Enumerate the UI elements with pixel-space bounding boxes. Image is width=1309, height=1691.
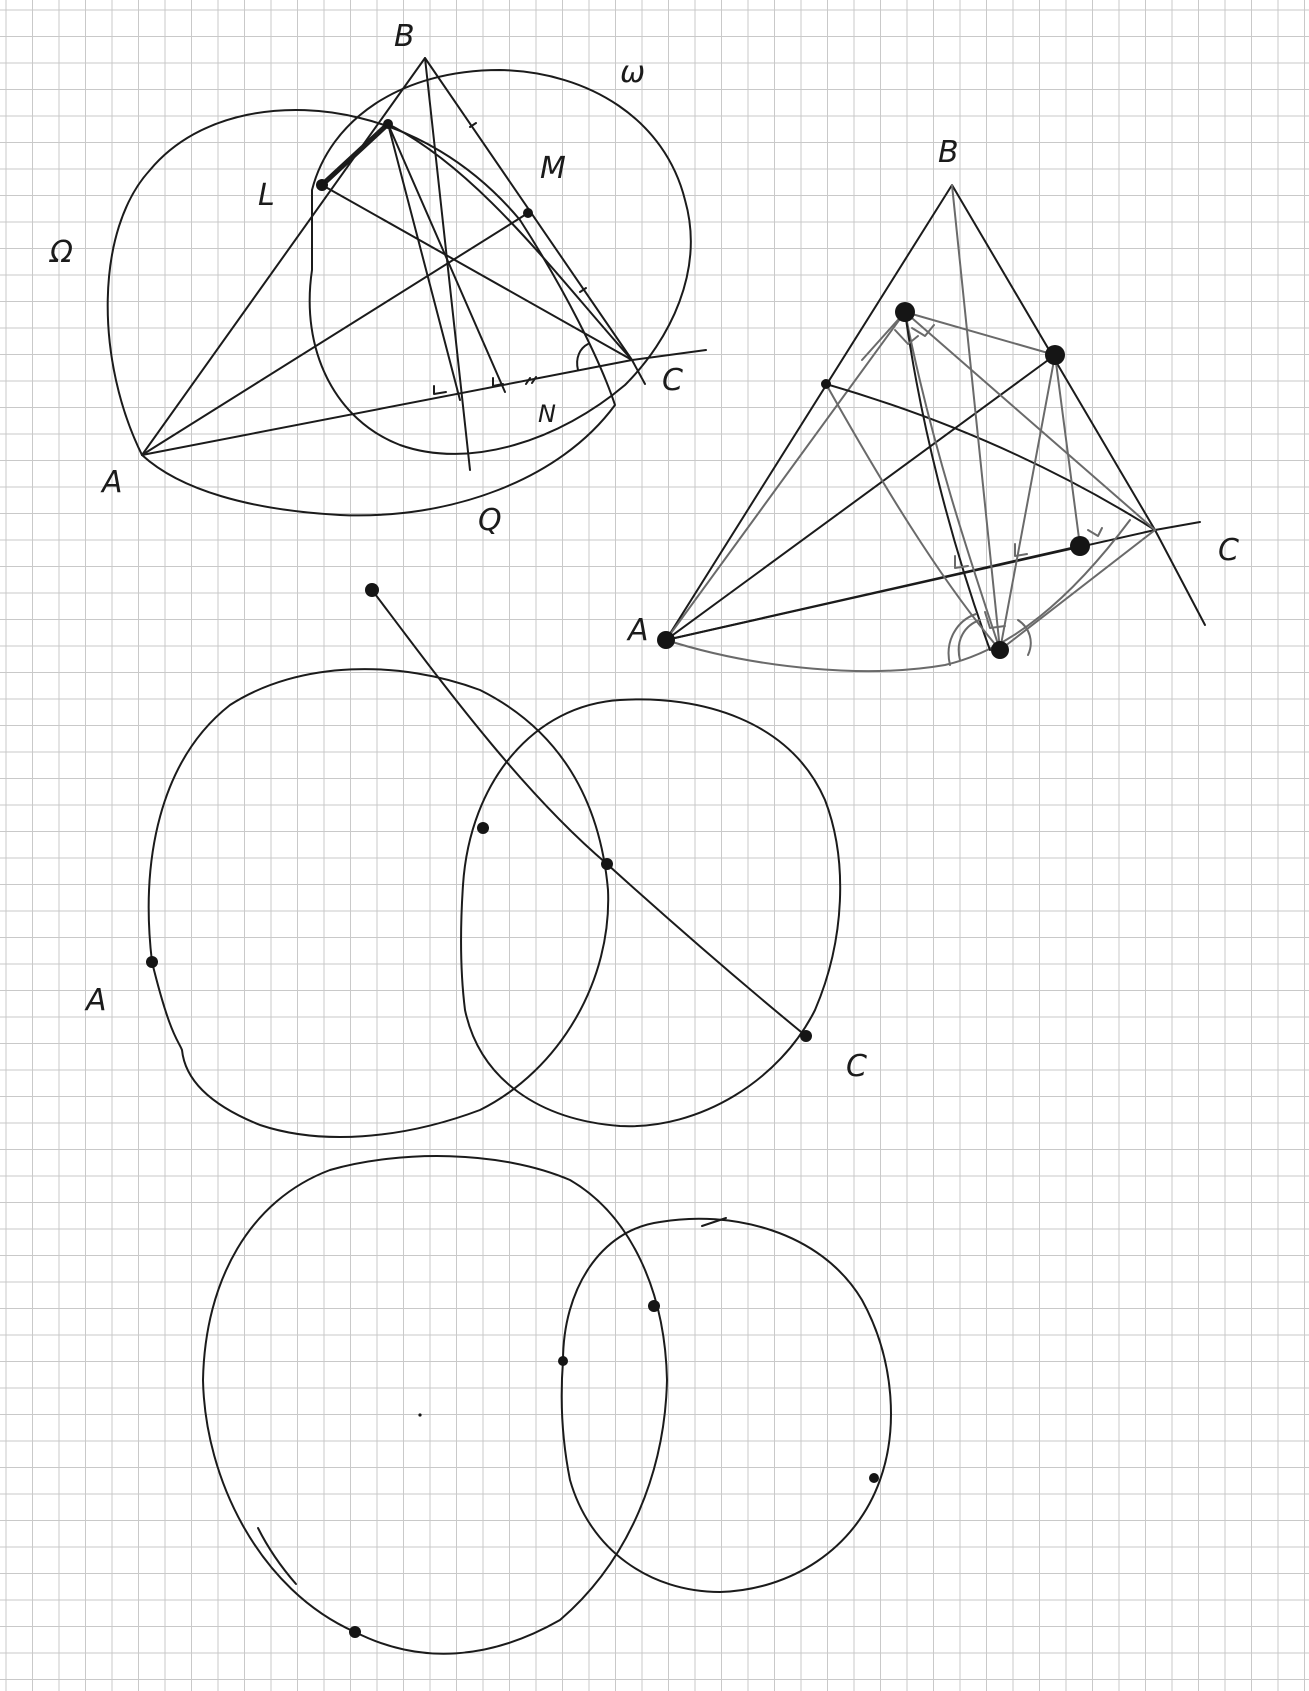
angle-arc-bottom-1 xyxy=(957,619,981,661)
line-top-to-left-side xyxy=(861,311,906,361)
label-a-3: A xyxy=(84,983,107,1018)
point-top-3 xyxy=(365,583,379,597)
point-right xyxy=(1045,345,1065,365)
line-right-to-d xyxy=(1054,354,1081,547)
line-ac-extension xyxy=(631,349,707,361)
right-angle-mark-mid-2 xyxy=(1014,543,1028,557)
point-bottom xyxy=(991,641,1009,659)
circle-left-4 xyxy=(202,1155,668,1655)
point-bottom-4 xyxy=(349,1626,361,1638)
triangle-abc-2 xyxy=(665,184,1156,641)
point-left xyxy=(821,379,831,389)
circle-omega-big xyxy=(106,108,616,517)
label-m: M xyxy=(540,151,566,186)
right-angle-mark-top-2 xyxy=(894,329,919,345)
point-top-4 xyxy=(648,1300,660,1312)
circle-right-3 xyxy=(459,698,842,1128)
label-b: B xyxy=(394,19,415,54)
line-left-point-to-c xyxy=(825,383,1156,531)
line-a-to-top-point xyxy=(665,311,906,641)
right-angle-mark-2 xyxy=(492,377,504,387)
right-angle-mark-bottom xyxy=(984,611,1006,629)
figure-2-triangle-construction: B C A xyxy=(626,135,1239,672)
segment-lp xyxy=(319,121,391,188)
line-right-to-bottom xyxy=(999,354,1056,651)
right-angle-mark-d xyxy=(1087,527,1103,537)
point-a-2 xyxy=(657,631,675,649)
line-p-to-n xyxy=(387,123,506,393)
line-bc-extension-2 xyxy=(1154,529,1206,626)
line-ac-extension-2 xyxy=(1154,521,1201,531)
point-m xyxy=(523,208,533,218)
point-a-3 xyxy=(146,956,158,968)
label-n: N xyxy=(538,400,556,428)
angle-arc-bottom-2 xyxy=(947,613,977,666)
line-left-to-bottom xyxy=(825,383,1001,651)
line-a-to-m xyxy=(141,212,529,456)
label-a-2: A xyxy=(626,613,649,648)
angle-arc-c xyxy=(576,343,589,371)
line-top-to-bottom xyxy=(904,311,1001,651)
tick-mark-4 xyxy=(579,287,587,293)
line-b-to-q xyxy=(424,57,471,471)
arc-lower xyxy=(665,519,1131,672)
point-l xyxy=(316,179,328,191)
line-a-to-d xyxy=(665,545,1081,641)
point-intersection-3 xyxy=(601,858,613,870)
stroke-top-right-4 xyxy=(701,1217,727,1227)
label-q: Q xyxy=(478,503,502,538)
angle-arc-bottom-3 xyxy=(1017,619,1032,656)
tick-mark-1 xyxy=(525,377,531,385)
line-p-to-c xyxy=(387,123,633,361)
line-b-to-bottom xyxy=(951,184,1001,651)
center-dot-4 xyxy=(418,1413,422,1417)
point-right-4 xyxy=(869,1473,879,1483)
circle-right-4 xyxy=(560,1217,892,1593)
triangle-abc xyxy=(141,57,633,456)
figure-4-two-circles xyxy=(202,1155,892,1655)
figure-3-two-circles: A C xyxy=(84,583,867,1138)
label-a: A xyxy=(100,465,123,500)
line-bc-extension xyxy=(631,359,646,385)
label-omega-small: ω xyxy=(620,55,645,90)
tick-mark-3 xyxy=(469,122,477,128)
line-top-to-bottom-2 xyxy=(904,311,991,651)
right-angle-mark-top-1 xyxy=(911,324,935,337)
circle-omega-small xyxy=(308,69,692,455)
label-omega-big: Ω xyxy=(48,235,73,270)
right-angle-mark-1 xyxy=(433,385,447,395)
line-c-to-bottom xyxy=(999,529,1156,651)
stroke-lower-left-4 xyxy=(257,1527,297,1585)
line-a-to-right-point xyxy=(665,354,1056,641)
label-c-2: C xyxy=(1218,533,1239,568)
line-top-to-right xyxy=(904,311,1056,356)
circle-left-3 xyxy=(147,668,610,1138)
figure-1-triangle-with-circles: B L M ω Ω C N A Q xyxy=(48,19,707,538)
point-p xyxy=(383,119,393,129)
point-inner-4 xyxy=(558,1356,568,1366)
tick-mark-2 xyxy=(531,376,537,384)
label-c: C xyxy=(662,363,683,398)
line-p-down xyxy=(387,123,461,401)
line-l-to-c xyxy=(321,184,633,361)
point-inner-3 xyxy=(477,822,489,834)
point-d xyxy=(1070,536,1090,556)
right-angle-mark-mid-1 xyxy=(954,555,969,569)
point-top xyxy=(895,302,915,322)
segment-top-to-c-3 xyxy=(371,589,807,1037)
line-top-to-c xyxy=(904,311,1156,531)
label-b-2: B xyxy=(938,135,959,170)
label-c-3: C xyxy=(846,1049,867,1084)
label-l: L xyxy=(258,178,275,213)
point-c-3 xyxy=(800,1030,812,1042)
